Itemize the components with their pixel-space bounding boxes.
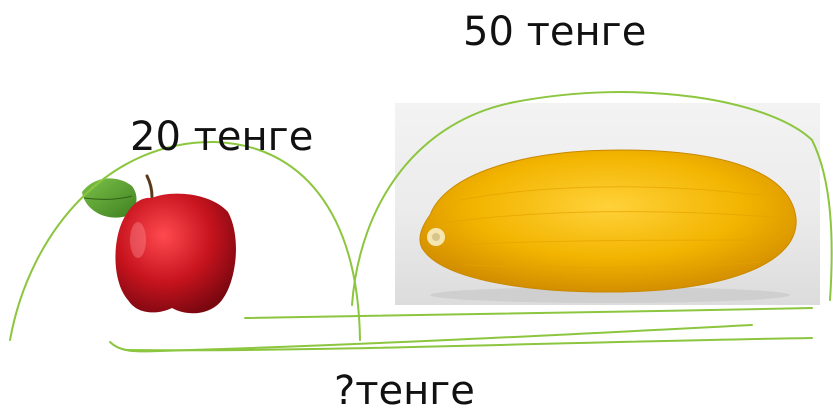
melon-price-label: 50 тенге [463,9,647,55]
total-bracket-lower [124,337,813,352]
apple [115,193,236,314]
melon-shadow [430,287,790,303]
total-bracket-upper [109,324,753,353]
apple-price-label: 20 тенге [130,114,314,160]
apple-leaf [82,178,137,218]
melon-texture [449,186,786,269]
apple-stem [145,174,154,199]
melon-arc [351,91,833,306]
apple-arc [9,140,361,341]
melon [419,149,797,293]
melon-bottom-line [244,307,813,319]
total-price-label: ?тенге [334,368,475,414]
